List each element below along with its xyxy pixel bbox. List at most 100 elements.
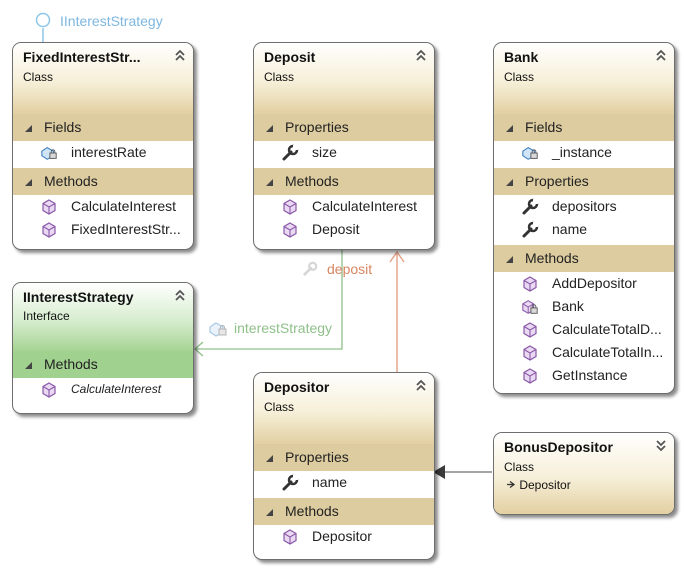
base-class-name: Depositor: [519, 478, 571, 492]
collapse-triangle-icon: [266, 509, 273, 516]
method-name: CalculateInterest: [71, 382, 162, 396]
method-item[interactable]: CalculateInterest: [13, 378, 193, 401]
class-header: BonusDepositor Class Depositor: [494, 433, 674, 514]
class-name: Bank: [504, 49, 539, 65]
method-name: Depositor: [312, 528, 372, 544]
field-item[interactable]: _instance: [494, 141, 674, 164]
cube-method-icon: [283, 529, 297, 545]
class-header: Bank Class: [494, 43, 674, 114]
properties-section-header[interactable]: Properties: [254, 114, 434, 141]
property-name: size: [312, 144, 337, 160]
collapse-triangle-icon: [266, 179, 273, 186]
methods-section-header[interactable]: Methods: [13, 351, 193, 378]
collapse-triangle-icon: [506, 256, 513, 263]
method-item[interactable]: GetInstance: [494, 364, 674, 387]
collapse-triangle-icon: [506, 179, 513, 186]
method-name: FixedInterestStr...: [71, 221, 181, 237]
cube-method-icon: [42, 382, 56, 398]
properties-section-header[interactable]: Properties: [494, 168, 674, 195]
cube-method-icon: [523, 368, 537, 384]
property-name: name: [312, 474, 348, 490]
section-title: Methods: [285, 173, 339, 189]
section-title: Methods: [285, 503, 339, 519]
class-bonus-depositor[interactable]: BonusDepositor Class Depositor: [493, 432, 675, 515]
class-stereotype: Class: [504, 70, 535, 84]
property-name: depositors: [552, 198, 617, 214]
method-name: CalculateTotalD...: [552, 321, 662, 337]
method-item[interactable]: Bank: [494, 295, 674, 318]
method-item[interactable]: Deposit: [254, 218, 434, 241]
private-field-icon: [522, 146, 538, 160]
method-name: CalculateInterest: [312, 198, 418, 214]
methods-section-header[interactable]: Methods: [254, 498, 434, 525]
method-item[interactable]: CalculateTotalIn...: [494, 341, 674, 364]
private-field-icon: [41, 146, 57, 160]
interface-iinterest-strategy[interactable]: IInterestStrategy Interface Methods Calc…: [12, 282, 194, 414]
method-item[interactable]: CalculateTotalD...: [494, 318, 674, 341]
section-title: Fields: [525, 119, 563, 135]
class-deposit[interactable]: Deposit Class Properties size Methods Ca…: [253, 42, 435, 250]
methods-section-header[interactable]: Methods: [254, 168, 434, 195]
methods-section-header[interactable]: Methods: [494, 245, 674, 272]
properties-section-header[interactable]: Properties: [254, 444, 434, 471]
property-item[interactable]: depositors: [494, 195, 674, 218]
fields-section-header[interactable]: Fields: [494, 114, 674, 141]
collapse-triangle-icon: [25, 125, 32, 132]
property-item[interactable]: size: [254, 141, 434, 164]
property-item[interactable]: name: [494, 218, 674, 241]
wrench-icon: [522, 221, 539, 238]
methods-section-header[interactable]: Methods: [13, 168, 193, 195]
inherits-arrow-icon: [507, 480, 516, 489]
cube-method-icon: [523, 322, 537, 338]
interface-header: IInterestStrategy Interface: [13, 283, 193, 351]
section-title: Methods: [44, 356, 98, 372]
collapse-triangle-icon: [266, 455, 273, 462]
class-header: FixedInterestStr... Class: [13, 43, 193, 114]
wrench-icon: [282, 144, 299, 161]
lollipop-label: IInterestStrategy: [60, 13, 163, 29]
fields-section-header[interactable]: Fields: [13, 114, 193, 141]
base-class-line: Depositor: [504, 478, 674, 493]
wrench-icon: [301, 261, 321, 277]
deposit-association-line[interactable]: [389, 250, 405, 372]
collapse-chevron-icon[interactable]: [414, 46, 428, 64]
collapse-chevron-icon[interactable]: [414, 376, 428, 394]
cube-method-icon: [283, 199, 297, 215]
wrench-icon: [522, 198, 539, 215]
expand-chevron-icon[interactable]: [654, 436, 668, 454]
class-stereotype: Class: [264, 400, 295, 414]
class-name: Depositor: [264, 379, 330, 395]
class-stereotype: Class: [23, 70, 54, 84]
section-title: Properties: [285, 119, 349, 135]
inheritance-line[interactable]: [433, 465, 492, 479]
section-title: Properties: [285, 449, 349, 465]
collapse-chevron-icon[interactable]: [654, 46, 668, 64]
method-item[interactable]: FixedInterestStr...: [13, 218, 193, 241]
class-header: Deposit Class: [254, 43, 434, 114]
property-name: name: [552, 221, 588, 237]
private-field-icon: [207, 320, 229, 338]
interface-stereotype: Interface: [23, 309, 70, 323]
interest-strategy-association-line[interactable]: [194, 250, 343, 357]
method-name: CalculateTotalIn...: [552, 344, 664, 360]
method-item[interactable]: AddDepositor: [494, 272, 674, 295]
section-title: Methods: [525, 250, 579, 266]
class-name: FixedInterestStr...: [23, 49, 141, 65]
class-depositor[interactable]: Depositor Class Properties name Methods …: [253, 372, 435, 560]
field-item[interactable]: interestRate: [13, 141, 193, 164]
collapse-chevron-icon[interactable]: [173, 286, 187, 304]
property-item[interactable]: name: [254, 471, 434, 494]
collapse-chevron-icon[interactable]: [173, 46, 187, 64]
class-name: BonusDepositor: [504, 439, 613, 455]
class-fixed-interest-strategy[interactable]: FixedInterestStr... Class Fields interes…: [12, 42, 194, 250]
lollipop-interface-connector: [35, 12, 51, 43]
method-name: AddDepositor: [552, 275, 637, 291]
method-item[interactable]: CalculateInterest: [13, 195, 193, 218]
section-title: Properties: [525, 173, 589, 189]
method-item[interactable]: CalculateInterest: [254, 195, 434, 218]
class-bank[interactable]: Bank Class Fields _instance Properties d…: [493, 42, 675, 394]
field-name: interestRate: [71, 144, 147, 160]
deposit-association-label: deposit: [327, 261, 373, 277]
method-item[interactable]: Depositor: [254, 525, 434, 548]
cube-method-icon: [523, 276, 537, 292]
